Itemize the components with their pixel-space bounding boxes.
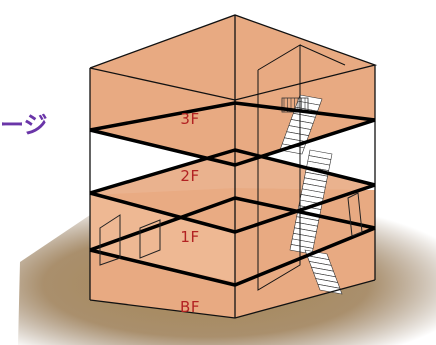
floor-label-1f: 1F [180,228,199,246]
floor-label-3f: 3F [180,110,199,128]
floor-label-2f: 2F [180,167,199,185]
floor-label-bf: BF [180,298,200,316]
